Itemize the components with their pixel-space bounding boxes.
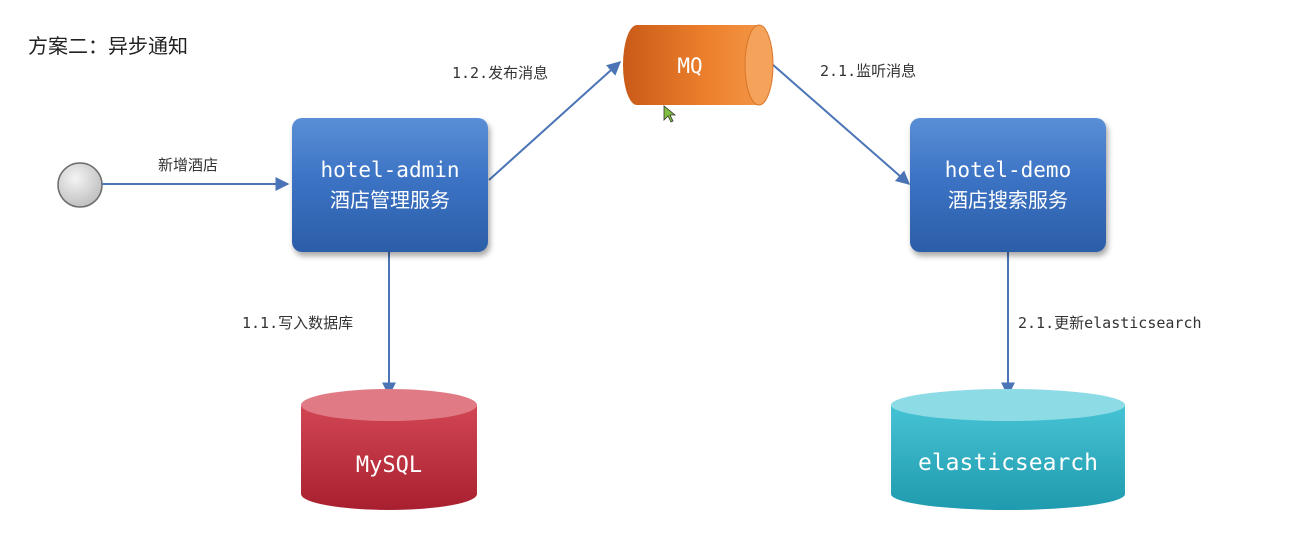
- hotel-demo-desc: 酒店搜索服务: [948, 188, 1068, 212]
- diagram-title: 方案二：异步通知: [28, 34, 188, 58]
- es-label: elasticsearch: [918, 450, 1098, 476]
- label-publish: 1.2.发布消息: [452, 64, 549, 82]
- mq-node: MQ: [623, 24, 774, 106]
- hotel-admin-desc: 酒店管理服务: [330, 188, 450, 212]
- es-node: elasticsearch: [891, 389, 1125, 510]
- hotel-admin-name: hotel-admin: [320, 158, 460, 182]
- hotel-demo-name: hotel-demo: [944, 158, 1072, 182]
- edge-listen: [771, 63, 911, 185]
- hotel-admin-node: hotel-admin 酒店管理服务: [292, 118, 488, 252]
- label-listen: 2.1.监听消息: [820, 62, 917, 80]
- hotel-demo-node: hotel-demo 酒店搜索服务: [910, 118, 1106, 252]
- start-node: [57, 162, 103, 208]
- mysql-label: MySQL: [356, 453, 422, 478]
- label-add-hotel: 新增酒店: [158, 156, 219, 174]
- label-update-es: 2.1.更新elasticsearch: [1018, 314, 1202, 332]
- mq-label: MQ: [677, 54, 702, 78]
- cursor-icon: [663, 105, 677, 123]
- edge-publish: [488, 61, 622, 181]
- mysql-node: MySQL: [301, 389, 477, 510]
- label-write-db: 1.1.写入数据库: [242, 314, 354, 332]
